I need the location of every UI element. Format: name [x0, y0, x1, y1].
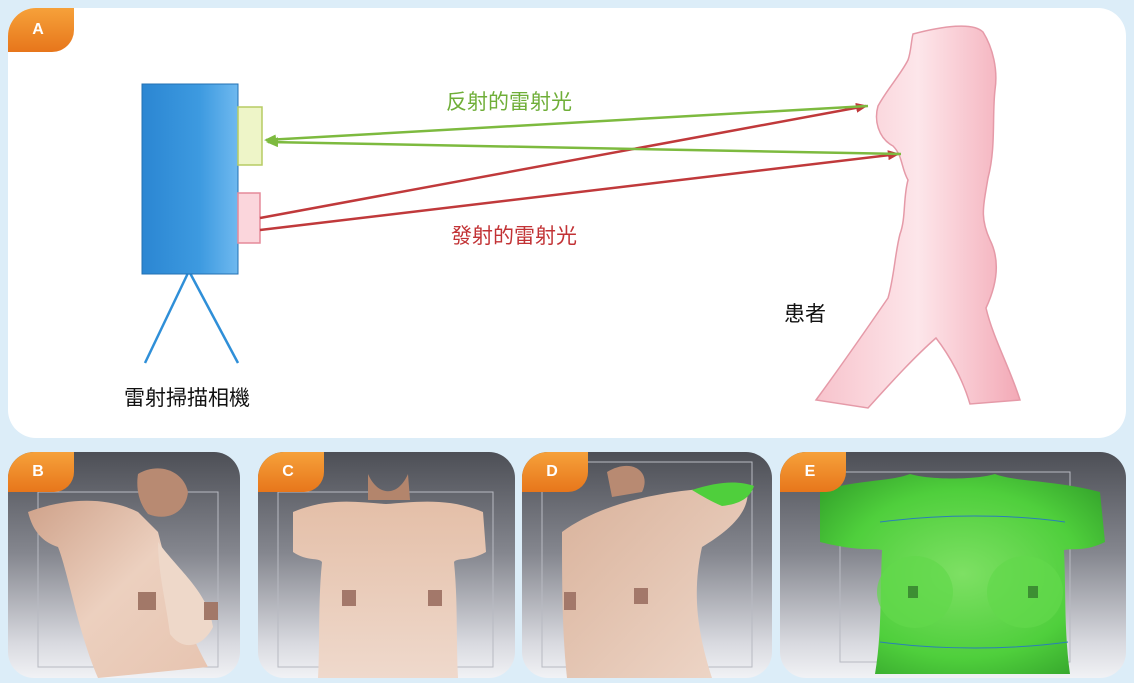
panel-c-scan: C — [258, 452, 515, 678]
patient-silhouette — [816, 26, 1020, 408]
panel-a-diagram: A — [8, 8, 1126, 438]
panel-d-tag: D — [522, 452, 588, 492]
blur-patch — [138, 592, 156, 610]
camera-emitter — [238, 193, 260, 243]
emitted-light-label: 發射的雷射光 — [451, 220, 577, 250]
camera-label: 雷射掃描相機 — [124, 382, 250, 412]
reflected-beam-2 — [268, 142, 901, 154]
camera-sensor — [238, 107, 262, 165]
camera-body — [142, 84, 238, 274]
panel-c-tag: C — [258, 452, 324, 492]
panel-b-scan: B — [8, 452, 240, 678]
patient-label: 患者 — [784, 298, 826, 328]
reflected-light-label: 反射的雷射光 — [446, 86, 572, 116]
panel-e-tag: E — [780, 452, 846, 492]
panel-d-scan: D — [522, 452, 772, 678]
panel-b-tag: B — [8, 452, 74, 492]
emitted-beam-2 — [260, 154, 898, 230]
panel-e-scan: E — [780, 452, 1126, 678]
tripod — [145, 273, 238, 363]
